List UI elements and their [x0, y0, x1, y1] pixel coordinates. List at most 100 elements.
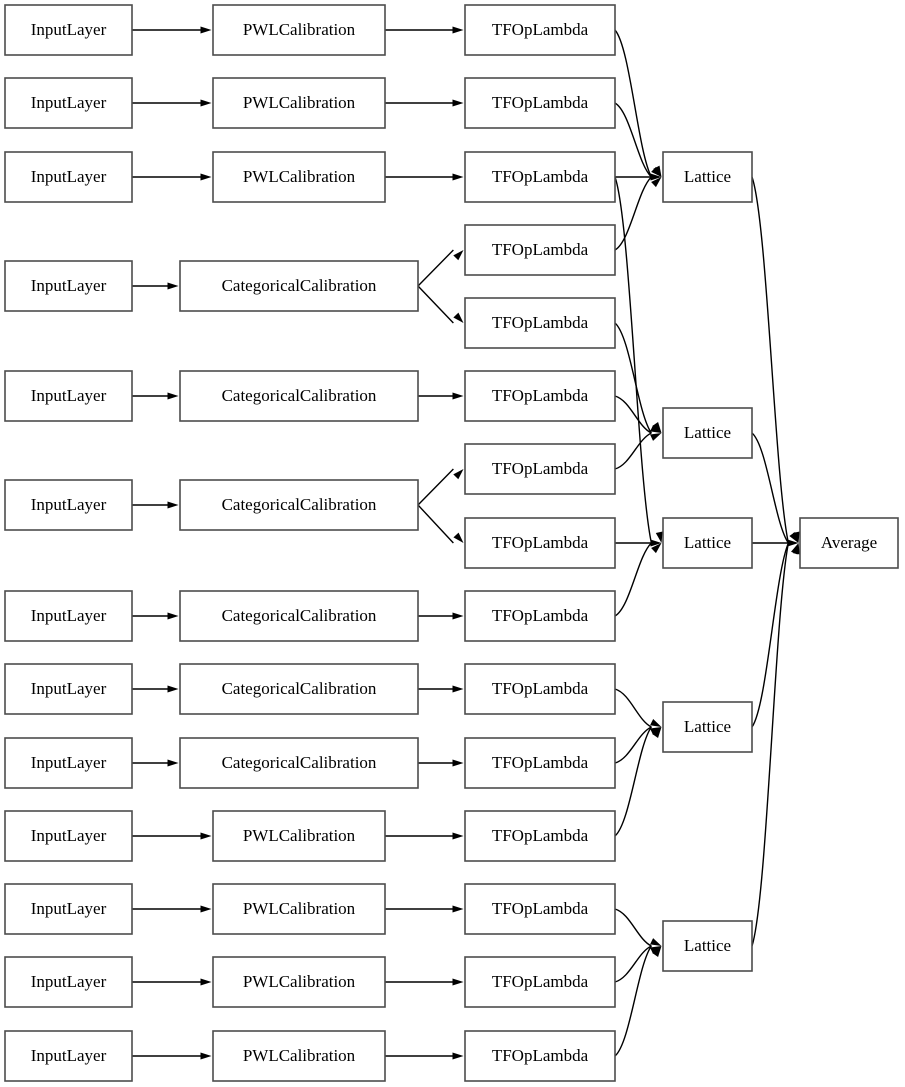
node-lattice-lat2[interactable]: Lattice: [662, 517, 753, 569]
node-box-op13[interactable]: [464, 956, 616, 1008]
arrowhead-icon-cal11-to-op13: [452, 978, 464, 986]
node-box-lat2[interactable]: [662, 517, 753, 569]
node-tfop-lambda-op0[interactable]: TFOpLambda: [464, 4, 616, 56]
node-input-layer-in1[interactable]: InputLayer: [4, 77, 133, 129]
node-box-cal0[interactable]: [212, 4, 386, 56]
node-box-op9[interactable]: [464, 663, 616, 715]
node-box-op5[interactable]: [464, 370, 616, 422]
node-box-avg[interactable]: [799, 517, 899, 569]
node-box-in8[interactable]: [4, 737, 133, 789]
node-input-layer-in9[interactable]: InputLayer: [4, 810, 133, 862]
node-input-layer-in7[interactable]: InputLayer: [4, 663, 133, 715]
node-box-in1[interactable]: [4, 77, 133, 129]
node-tfop-lambda-op5[interactable]: TFOpLambda: [464, 370, 616, 422]
node-box-cal9[interactable]: [212, 810, 386, 862]
node-box-cal8[interactable]: [179, 737, 419, 789]
node-categorical-calibration-cal7[interactable]: CategoricalCalibration: [179, 663, 419, 715]
node-box-op10[interactable]: [464, 737, 616, 789]
node-lattice-lat0[interactable]: Lattice: [662, 151, 753, 203]
node-tfop-lambda-op7[interactable]: TFOpLambda: [464, 517, 616, 569]
node-input-layer-in8[interactable]: InputLayer: [4, 737, 133, 789]
node-box-cal11[interactable]: [212, 956, 386, 1008]
node-box-op3[interactable]: [464, 224, 616, 276]
node-tfop-lambda-op11[interactable]: TFOpLambda: [464, 810, 616, 862]
node-box-cal6[interactable]: [179, 590, 419, 642]
node-pwlcalibration-cal12[interactable]: PWLCalibration: [212, 1030, 386, 1082]
node-tfop-lambda-op2[interactable]: TFOpLambda: [464, 151, 616, 203]
node-label-op3: TFOpLambda: [492, 240, 589, 259]
node-box-cal5[interactable]: [179, 479, 419, 531]
node-pwlcalibration-cal0[interactable]: PWLCalibration: [212, 4, 386, 56]
node-tfop-lambda-op12[interactable]: TFOpLambda: [464, 883, 616, 935]
node-input-layer-in6[interactable]: InputLayer: [4, 590, 133, 642]
node-box-lat0[interactable]: [662, 151, 753, 203]
node-input-layer-in3[interactable]: InputLayer: [4, 260, 133, 312]
node-box-op7[interactable]: [464, 517, 616, 569]
node-box-op11[interactable]: [464, 810, 616, 862]
node-box-in12[interactable]: [4, 1030, 133, 1082]
node-box-cal12[interactable]: [212, 1030, 386, 1082]
node-categorical-calibration-cal8[interactable]: CategoricalCalibration: [179, 737, 419, 789]
node-categorical-calibration-cal3[interactable]: CategoricalCalibration: [179, 260, 419, 312]
node-box-op4[interactable]: [464, 297, 616, 349]
node-box-op12[interactable]: [464, 883, 616, 935]
node-box-cal7[interactable]: [179, 663, 419, 715]
node-pwlcalibration-cal11[interactable]: PWLCalibration: [212, 956, 386, 1008]
node-tfop-lambda-op9[interactable]: TFOpLambda: [464, 663, 616, 715]
node-box-cal10[interactable]: [212, 883, 386, 935]
node-box-op1[interactable]: [464, 77, 616, 129]
node-box-op0[interactable]: [464, 4, 616, 56]
node-input-layer-in11[interactable]: InputLayer: [4, 956, 133, 1008]
node-box-in6[interactable]: [4, 590, 133, 642]
node-lattice-lat4[interactable]: Lattice: [662, 920, 753, 972]
node-box-cal1[interactable]: [212, 77, 386, 129]
node-lattice-lat1[interactable]: Lattice: [662, 407, 753, 459]
node-categorical-calibration-cal5[interactable]: CategoricalCalibration: [179, 479, 419, 531]
node-average-avg[interactable]: Average: [799, 517, 899, 569]
node-input-layer-in0[interactable]: InputLayer: [4, 4, 133, 56]
node-box-in7[interactable]: [4, 663, 133, 715]
arrowhead-icon-in2-to-cal2: [200, 173, 212, 181]
node-input-layer-in10[interactable]: InputLayer: [4, 883, 133, 935]
node-box-lat4[interactable]: [662, 920, 753, 972]
node-pwlcalibration-cal1[interactable]: PWLCalibration: [212, 77, 386, 129]
node-tfop-lambda-op1[interactable]: TFOpLambda: [464, 77, 616, 129]
node-categorical-calibration-cal4[interactable]: CategoricalCalibration: [179, 370, 419, 422]
node-tfop-lambda-op8[interactable]: TFOpLambda: [464, 590, 616, 642]
node-box-in2[interactable]: [4, 151, 133, 203]
node-pwlcalibration-cal2[interactable]: PWLCalibration: [212, 151, 386, 203]
node-box-op6[interactable]: [464, 443, 616, 495]
node-box-cal2[interactable]: [212, 151, 386, 203]
node-input-layer-in4[interactable]: InputLayer: [4, 370, 133, 422]
node-tfop-lambda-op3[interactable]: TFOpLambda: [464, 224, 616, 276]
node-tfop-lambda-op4[interactable]: TFOpLambda: [464, 297, 616, 349]
node-input-layer-in2[interactable]: InputLayer: [4, 151, 133, 203]
node-pwlcalibration-cal10[interactable]: PWLCalibration: [212, 883, 386, 935]
node-tfop-lambda-op6[interactable]: TFOpLambda: [464, 443, 616, 495]
node-box-in3[interactable]: [4, 260, 133, 312]
node-box-lat1[interactable]: [662, 407, 753, 459]
node-box-in10[interactable]: [4, 883, 133, 935]
node-input-layer-in12[interactable]: InputLayer: [4, 1030, 133, 1082]
node-box-in9[interactable]: [4, 810, 133, 862]
node-box-cal3[interactable]: [179, 260, 419, 312]
node-categorical-calibration-cal6[interactable]: CategoricalCalibration: [179, 590, 419, 642]
node-tfop-lambda-op10[interactable]: TFOpLambda: [464, 737, 616, 789]
node-label-op2: TFOpLambda: [492, 167, 589, 186]
node-box-lat3[interactable]: [662, 701, 753, 753]
node-lattice-lat3[interactable]: Lattice: [662, 701, 753, 753]
node-box-op14[interactable]: [464, 1030, 616, 1082]
edge-op5-to-lat1: [614, 395, 652, 434]
node-input-layer-in5[interactable]: InputLayer: [4, 479, 133, 531]
node-tfop-lambda-op14[interactable]: TFOpLambda: [464, 1030, 616, 1082]
node-box-in11[interactable]: [4, 956, 133, 1008]
arrowhead-icon-cal1-to-op1: [452, 99, 464, 107]
node-box-in5[interactable]: [4, 479, 133, 531]
node-box-cal4[interactable]: [179, 370, 419, 422]
node-box-in4[interactable]: [4, 370, 133, 422]
node-pwlcalibration-cal9[interactable]: PWLCalibration: [212, 810, 386, 862]
node-box-in0[interactable]: [4, 4, 133, 56]
node-box-op2[interactable]: [464, 151, 616, 203]
node-box-op8[interactable]: [464, 590, 616, 642]
node-tfop-lambda-op13[interactable]: TFOpLambda: [464, 956, 616, 1008]
